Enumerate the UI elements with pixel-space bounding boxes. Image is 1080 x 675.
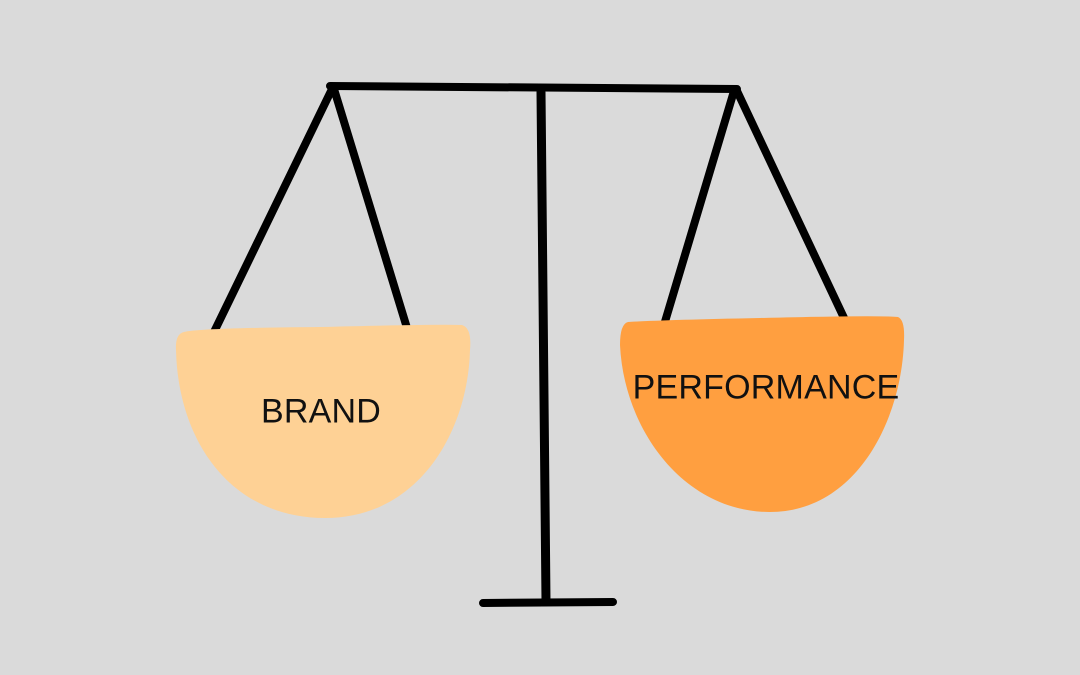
right-string-outer — [733, 87, 849, 324]
scale-beam — [326, 82, 741, 93]
left-string-outer — [210, 85, 336, 336]
left-pan-label: BRAND — [260, 392, 382, 431]
right-string-inner — [660, 87, 738, 329]
scale-base — [479, 598, 617, 607]
scale-post — [536, 87, 551, 606]
left-string-inner — [330, 85, 411, 332]
left-pan — [175, 324, 471, 518]
right-pan-label: PERFORMANCE — [632, 368, 900, 407]
right-pan — [620, 316, 905, 512]
